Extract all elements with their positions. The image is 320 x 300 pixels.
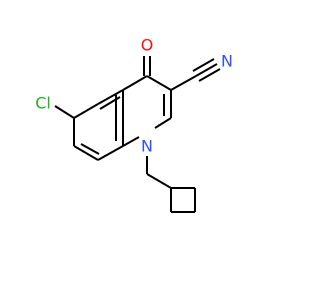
bond-c7-c8 (73, 145, 99, 161)
bond-cn-triple-2 (192, 58, 215, 72)
bond-cn-triple-3 (198, 68, 221, 82)
pyridone-ring (122, 75, 172, 147)
atom-oxygen-label: O (141, 36, 154, 55)
bond-c4a-c4 (122, 75, 148, 91)
bond-c5-c6 (73, 103, 99, 119)
atom-chlorine-label: Cl (35, 94, 51, 113)
bond-n1-c8a (122, 136, 140, 147)
bond-c6-cl (54, 105, 75, 119)
bond-c3-cn (170, 75, 197, 91)
bond-c7-c8-inner (80, 143, 100, 155)
atom-ring-nitrogen-label: N (141, 137, 153, 156)
bond-c8-c8a (97, 145, 124, 161)
bond-cn-triple-1 (195, 63, 218, 77)
bond-c4a-c5 (97, 89, 124, 105)
bond-c4-c3 (146, 75, 172, 91)
cyclobutyl-ring (170, 187, 196, 213)
bond-ch2-cb (146, 173, 172, 189)
molecule-structure: Cl O N N (35, 36, 233, 213)
atom-nitrile-nitrogen-label: N (221, 52, 233, 71)
benzene-ring (73, 89, 124, 161)
bond-c2-n1 (154, 117, 172, 129)
